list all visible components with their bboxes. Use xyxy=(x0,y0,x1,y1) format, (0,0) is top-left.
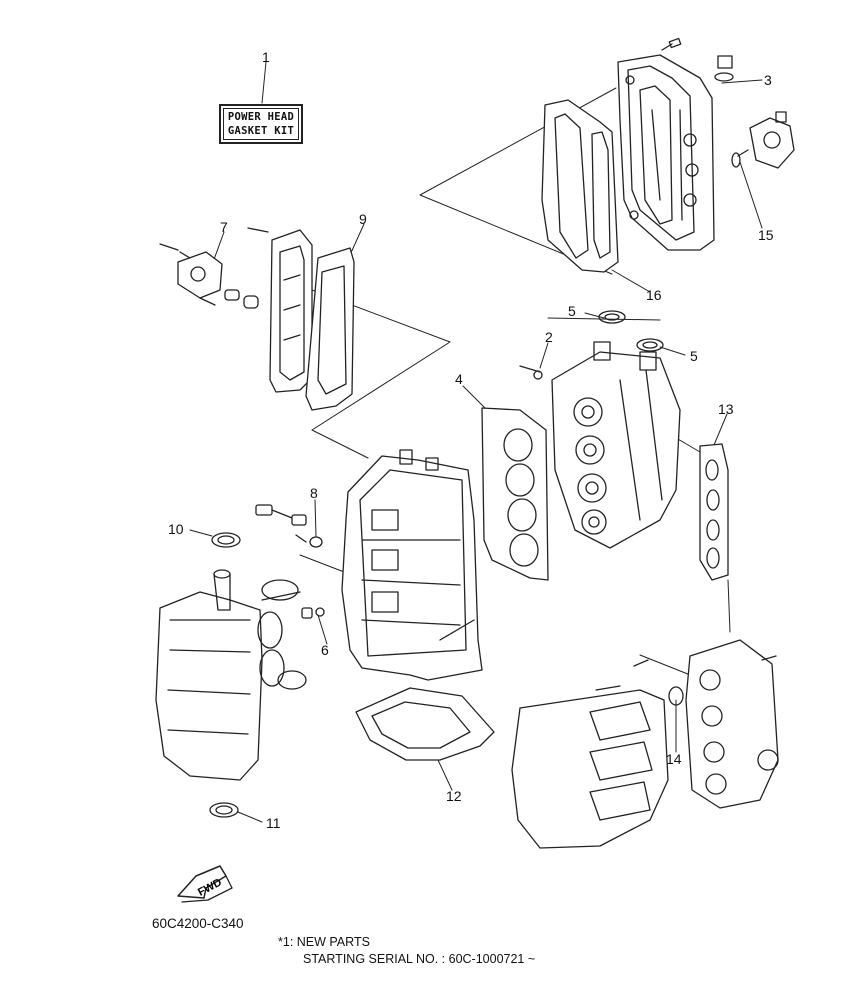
leader-lines xyxy=(189,61,763,823)
callout-10: 10 xyxy=(168,521,184,537)
sensor-assembly-part xyxy=(731,111,795,169)
thermostat-cover-part xyxy=(159,243,259,309)
cylinder-head-part xyxy=(519,341,681,549)
callout-6: 6 xyxy=(321,642,329,658)
oil-seal-11 xyxy=(209,802,239,818)
callout-1: 1 xyxy=(262,49,270,65)
manifold-gasket-part xyxy=(699,443,729,581)
head-gasket-part xyxy=(481,407,549,581)
cover-gasket-part xyxy=(541,99,619,273)
oil-seal-5a xyxy=(598,310,626,324)
diagram-code: 60C4200-C340 xyxy=(152,916,244,931)
callout-11: 11 xyxy=(266,815,281,831)
callout-9: 9 xyxy=(359,211,367,227)
callout-16: 16 xyxy=(646,287,662,303)
callout-15: 15 xyxy=(758,227,774,243)
oil-seal-5b xyxy=(636,338,664,352)
intake-manifold-part xyxy=(511,639,779,849)
exhaust-cover-part xyxy=(247,227,355,411)
callout-4: 4 xyxy=(455,371,463,387)
note-serial-number: STARTING SERIAL NO. : 60C-1000721 ~ xyxy=(303,952,536,966)
oil-seal-10 xyxy=(211,532,241,548)
callout-14: 14 xyxy=(666,751,682,767)
callout-13: 13 xyxy=(718,401,734,417)
fwd-arrow-icon xyxy=(177,865,233,903)
callout-7: 7 xyxy=(220,219,228,235)
fwd-label: FWD xyxy=(196,876,224,898)
sensor-fittings-part xyxy=(255,504,325,619)
crankcase-part xyxy=(155,569,307,781)
washer-2 xyxy=(533,370,543,380)
callout-2: 2 xyxy=(545,329,553,345)
o-ring-14 xyxy=(668,686,684,706)
kit-label-line2: GASKET KIT xyxy=(227,125,295,137)
callout-3: 3 xyxy=(764,72,772,88)
head-cover-part xyxy=(617,37,734,251)
base-gasket-part xyxy=(355,687,495,761)
note-new-parts: *1: NEW PARTS xyxy=(278,935,370,949)
kit-label-line1: POWER HEAD xyxy=(227,111,295,123)
callout-5-lower: 5 xyxy=(690,348,698,364)
callout-5-upper: 5 xyxy=(568,303,576,319)
cylinder-block-part xyxy=(341,449,483,681)
gasket-kit-label: POWER HEAD GASKET KIT xyxy=(219,104,303,144)
callout-8: 8 xyxy=(310,485,318,501)
callout-12: 12 xyxy=(446,788,462,804)
